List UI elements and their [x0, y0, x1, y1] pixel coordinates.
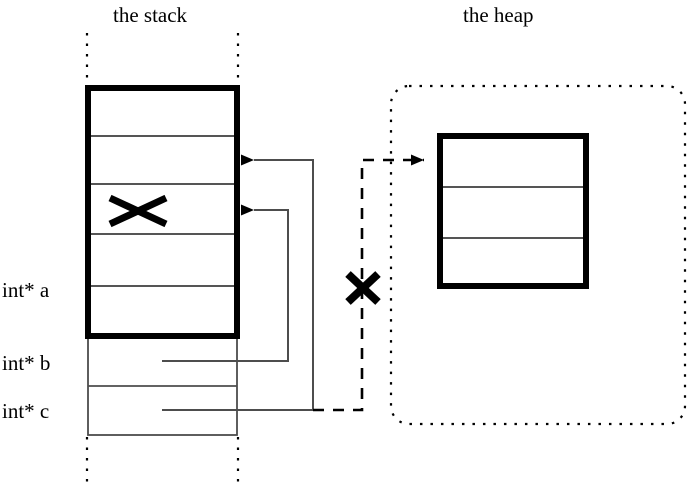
pointer-label-c: int* c: [2, 399, 50, 423]
pointer-a-arrow: [162, 154, 314, 411]
heap-block-box: [437, 133, 589, 289]
x-strike-mark: [108, 194, 168, 228]
pointer-label-b: int* b: [2, 351, 51, 375]
pointer-c-dangling-arrow: [313, 154, 424, 412]
pointer-b-arrow: [162, 204, 289, 362]
stack-frame-box: [85, 85, 240, 339]
stack-region-title: the stack: [113, 3, 188, 27]
pointer-label-a: int* a: [2, 278, 50, 302]
x-cross-mark: [345, 271, 381, 305]
heap-region-title: the heap: [463, 3, 534, 27]
